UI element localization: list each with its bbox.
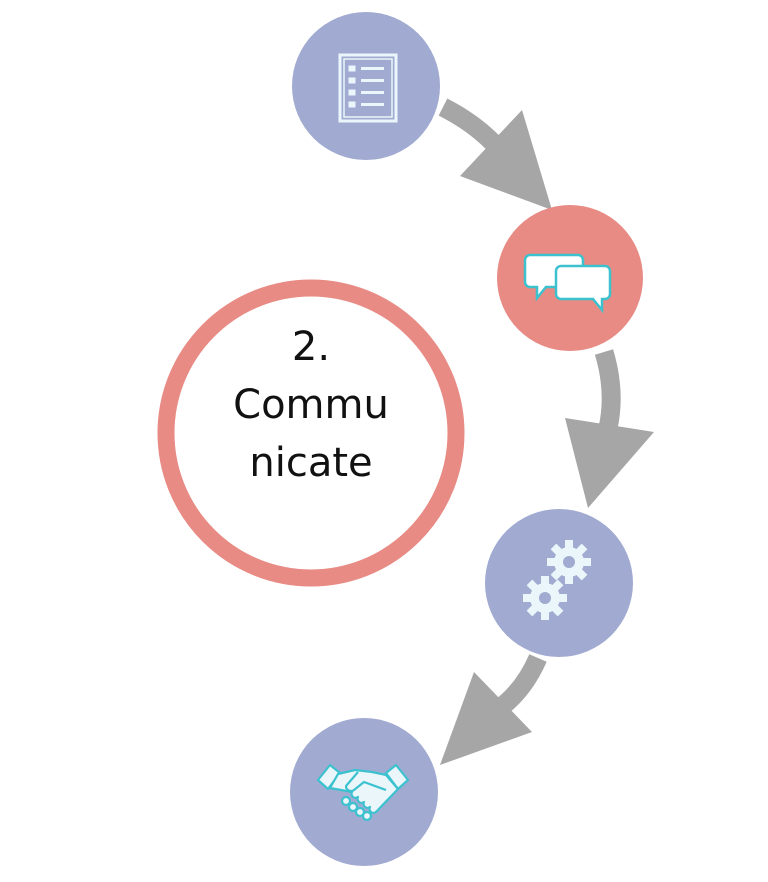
step-checklist[interactable] xyxy=(292,12,440,160)
step-title-line1: Commu xyxy=(233,382,389,428)
step-communicate[interactable] xyxy=(497,205,643,351)
step-gears[interactable] xyxy=(485,509,633,657)
arrow-step1-to-step2 xyxy=(438,98,552,210)
arrow-step3-to-step4 xyxy=(440,654,547,765)
focus-label: 2. Commu nicate xyxy=(166,318,456,492)
focus-ring xyxy=(157,279,465,587)
gears-icon xyxy=(523,540,591,620)
handshake-icon xyxy=(316,763,410,822)
step-number: 2. xyxy=(291,324,331,370)
checklist-icon xyxy=(338,53,398,123)
arrow-step2-to-step3 xyxy=(565,349,654,508)
step-handshake[interactable] xyxy=(290,718,438,866)
chat-bubbles-icon xyxy=(523,253,612,314)
step-title-line2: nicate xyxy=(249,440,373,486)
